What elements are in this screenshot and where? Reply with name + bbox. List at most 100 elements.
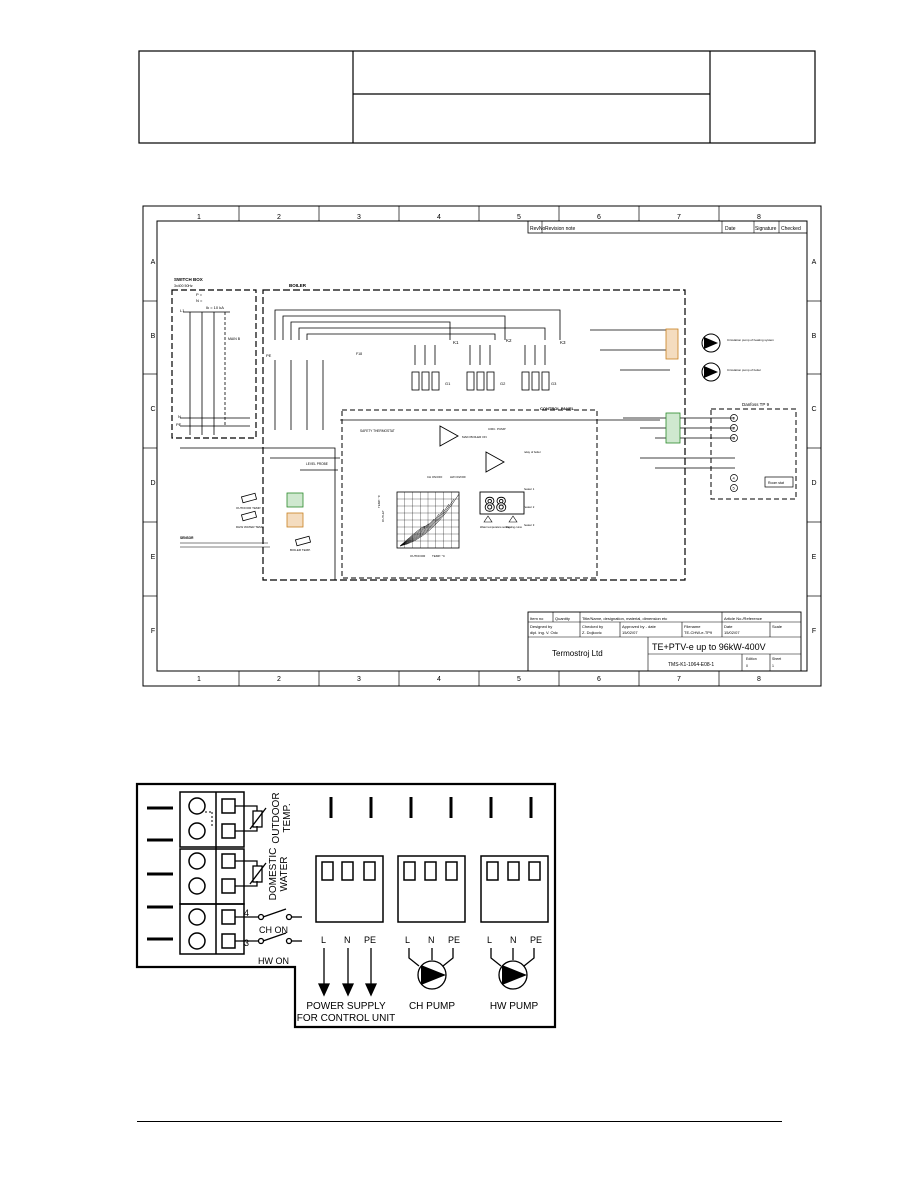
control-panel: CONTROL PANEL MAIN BOILER ON CIRC. PUMP … (341, 406, 598, 579)
column-label-bottom-6: 6 (597, 676, 601, 683)
domestic-sensor-label: DHW WATER TEMP. (236, 525, 264, 529)
heating-curve-line (399, 513, 440, 547)
column-label-bottom-5: 5 (517, 676, 521, 683)
heating-curve-chart: OUTLET TEMP. °C OUTDOOR TEMP. °C (377, 491, 460, 558)
curve-x-unit: TEMP. °C (432, 554, 446, 558)
tb-date-label: Date (724, 624, 733, 629)
row-label-right-A: A (812, 259, 817, 266)
domestic-water-line1: DOMESTIC (268, 848, 279, 901)
wire (306, 333, 496, 340)
curve-y-unit: TEMP. °C (377, 494, 381, 508)
header-table (138, 50, 816, 144)
hw-on-off: HW ON/OFF (450, 475, 466, 479)
heating-curve-line (399, 503, 450, 547)
pumps: Circulation pump of heating system Circu… (665, 328, 774, 444)
tb-drawing-no: TMS-K1-1064-E08-1 (668, 662, 714, 668)
heater-element (531, 371, 540, 391)
tb-edition-label: Edition (746, 657, 757, 661)
tb-filename-label: Filename (684, 624, 701, 629)
column-label-5: 5 (517, 214, 521, 221)
switch-box-pe-label: PE (176, 422, 182, 427)
heater-element (411, 371, 420, 391)
heater-element (421, 371, 430, 391)
column-label-2: 2 (277, 214, 281, 221)
heater-element (466, 371, 475, 391)
ch-on-label: CH ON (259, 925, 288, 935)
danfoss-terminal-2: 2 (733, 426, 736, 431)
wire (290, 321, 451, 340)
heater-group-g2: G2 (500, 381, 506, 386)
row-label-C: C (150, 406, 155, 413)
power-supply-caption-2: FOR CONTROL UNIT (297, 1013, 396, 1024)
tb-date: 15/02/07 (724, 630, 740, 635)
heater-stage-3: heater 3 (524, 523, 535, 527)
safety-thermostat: SAFETY THERMOSTAT (360, 429, 395, 433)
row-label-D: D (150, 480, 155, 487)
domestic-water-line2: WATER (279, 857, 290, 892)
rev-no: RevNo (530, 226, 546, 232)
curve-y-label: OUTLET (381, 510, 385, 522)
column-label-7: 7 (677, 214, 681, 221)
switch-box-supply: 3x400 50Hz (174, 284, 193, 288)
heating-curve-line (399, 498, 455, 547)
wire (180, 447, 336, 580)
ps-n: N (344, 935, 351, 945)
row-label-right-B: B (812, 333, 817, 340)
tb-scale-label: Scale (772, 624, 783, 629)
hw-pump-icon (502, 965, 527, 985)
water-temp-setting: Water temperature setting (480, 525, 510, 529)
tb-company: Termostroj Ltd (552, 649, 603, 658)
ch-on-off: CH ON/OFF (427, 475, 443, 479)
main-boiler-on: MAIN BOILER ON (462, 435, 487, 439)
column-label-bottom-7: 7 (677, 676, 681, 683)
switch-box: SWITCH BOX 3x400 50Hz P = N = L1 Ik = 10… (171, 277, 257, 439)
row-label-B: B (151, 333, 156, 340)
heating-curve-line (399, 493, 460, 547)
ps-l: L (321, 935, 326, 945)
row-label-A: A (151, 259, 156, 266)
hw-pump-caption: HW PUMP (490, 1001, 539, 1012)
boiler-fuse: F18 (356, 352, 362, 356)
rev-note: Revision note (545, 226, 576, 232)
boiler: BOILER PE K1 K2 K3 G1 G2 G3 F18 SAFETY T… (180, 283, 735, 581)
heater-stage-1: heater 1 (524, 487, 535, 491)
switch-box-main: MAIN B (228, 337, 241, 341)
heater-element (431, 371, 440, 391)
heater-element (486, 371, 495, 391)
tb-sheet: 1 (772, 664, 774, 668)
heating-curve-line (399, 518, 435, 547)
danfoss-terminal-1: 1 (733, 416, 736, 421)
heater-group-g1: G1 (445, 381, 451, 386)
seven-seg-display: 88 (484, 494, 507, 516)
column-label-bottom-4: 4 (437, 676, 441, 683)
column-label-bottom-1: 1 (197, 676, 201, 683)
ch-n: N (428, 935, 435, 945)
sensors: OUTDOOR TEMP. DHW WATER TEMP. BOILER TEM… (180, 492, 312, 552)
heating-curve-setting: Heating curve (506, 525, 523, 529)
sensor-note: SENSOR (180, 536, 194, 540)
outdoor-sensor-label: OUTDOOR TEMP. (236, 506, 261, 510)
column-label-3: 3 (357, 214, 361, 221)
contactor-k2: K2 (506, 338, 512, 343)
rev-date: Date (725, 226, 736, 232)
relay-of-boiler: relay of boiler (524, 450, 541, 454)
tb-designed-by-label: Designed by (530, 624, 552, 629)
tb-item-no: Item no (530, 616, 544, 621)
heater-element (476, 371, 485, 391)
switch-box-p: P = (196, 292, 203, 297)
contactor-k3: K3 (560, 340, 566, 345)
rev-signature: Signature (755, 226, 777, 232)
wiring-schematic: RevNo Revision note Date Signature Check… (142, 205, 822, 687)
column-label-1: 1 (197, 214, 201, 221)
wire (298, 327, 546, 340)
column-label-bottom-2: 2 (277, 676, 281, 683)
curve-x-label: OUTDOOR (410, 554, 426, 558)
danfoss-terminal (730, 424, 738, 432)
boiler-pe: PE (266, 353, 272, 358)
heater-stage-2: heater 2 (524, 505, 535, 509)
tb-title-name: Title/Name, designation, material, dimen… (582, 616, 667, 621)
tb-edition: 0 (746, 664, 748, 668)
level-probe: LEVEL PROBE (306, 462, 328, 466)
wire (274, 309, 561, 340)
